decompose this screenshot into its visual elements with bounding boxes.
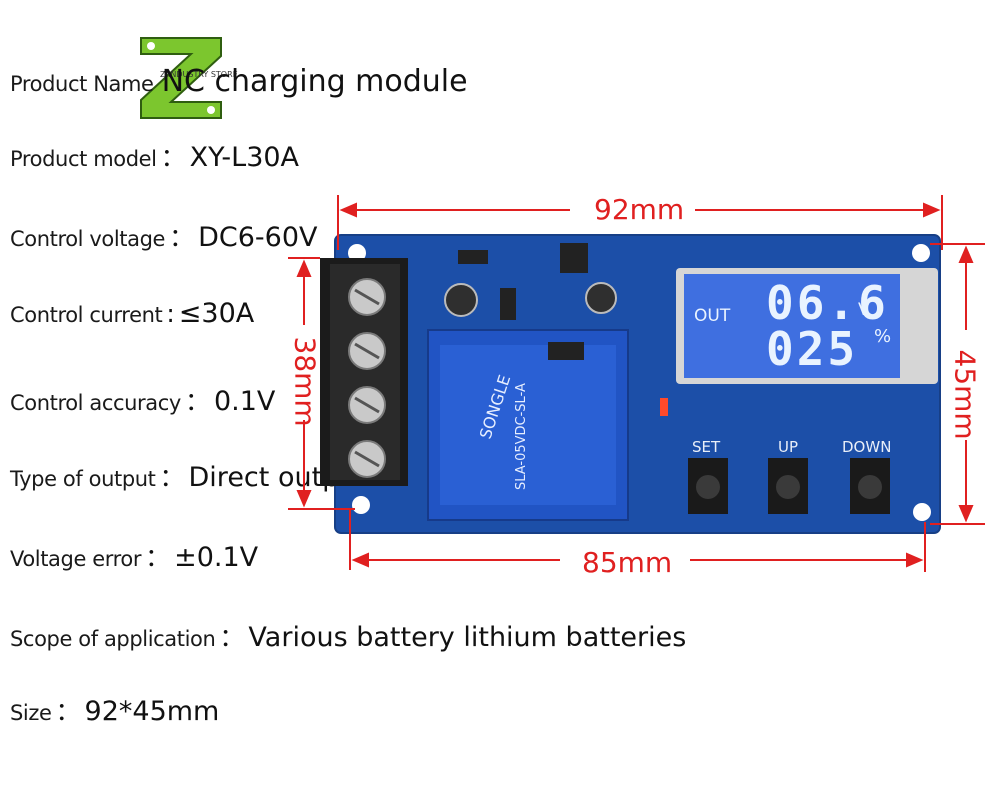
- lcd-unit-v: V: [858, 300, 870, 320]
- spec-scope-of-application: Scope of application：Various battery lit…: [10, 622, 687, 653]
- mount-hole-icon: [352, 496, 370, 514]
- capacitor: [444, 283, 478, 317]
- lcd-unit-percent: %: [874, 326, 892, 347]
- logo-text: Z INDUSTRY STORE: [160, 70, 238, 79]
- lcd-screen: [684, 274, 900, 378]
- mount-hole-icon: [348, 244, 366, 262]
- spec-product-model: Product model：XY-L30A: [10, 142, 300, 173]
- mount-hole-icon: [913, 503, 931, 521]
- dim-height-right: 45mm: [948, 349, 982, 440]
- down-label: DOWN: [842, 438, 892, 456]
- mount-hole-icon: [912, 244, 930, 262]
- dim-height-left: 38mm: [288, 336, 322, 427]
- relay-model: SLA-05VDC-SL-A: [514, 383, 529, 490]
- ic-chip: [500, 288, 516, 320]
- spec-control-voltage: Control voltage：DC6-60V: [10, 222, 318, 253]
- spec-control-accuracy: Control accuracy：0.1V: [10, 386, 276, 417]
- z-logo: [140, 37, 222, 119]
- ic-chip: [458, 250, 488, 264]
- relay: [427, 329, 629, 521]
- status-led: [660, 398, 668, 416]
- ic-chip: [560, 243, 588, 273]
- lcd-out-label: OUT: [694, 306, 731, 326]
- terminal-block: [320, 258, 408, 486]
- capacitor: [585, 282, 617, 314]
- spec-control-current: Control current:≤30A: [10, 298, 255, 329]
- lcd-voltage: 06.6: [766, 276, 889, 330]
- lcd-percent: 025: [766, 322, 859, 376]
- ic-chip: [548, 342, 584, 360]
- spec-size: Size：92*45mm: [10, 696, 220, 727]
- set-label: SET: [692, 438, 721, 456]
- spec-voltage-error: Voltage error：±0.1V: [10, 542, 259, 573]
- up-label: UP: [778, 438, 799, 456]
- dim-width-bottom: 85mm: [582, 546, 673, 579]
- dim-width-top: 92mm: [594, 193, 685, 226]
